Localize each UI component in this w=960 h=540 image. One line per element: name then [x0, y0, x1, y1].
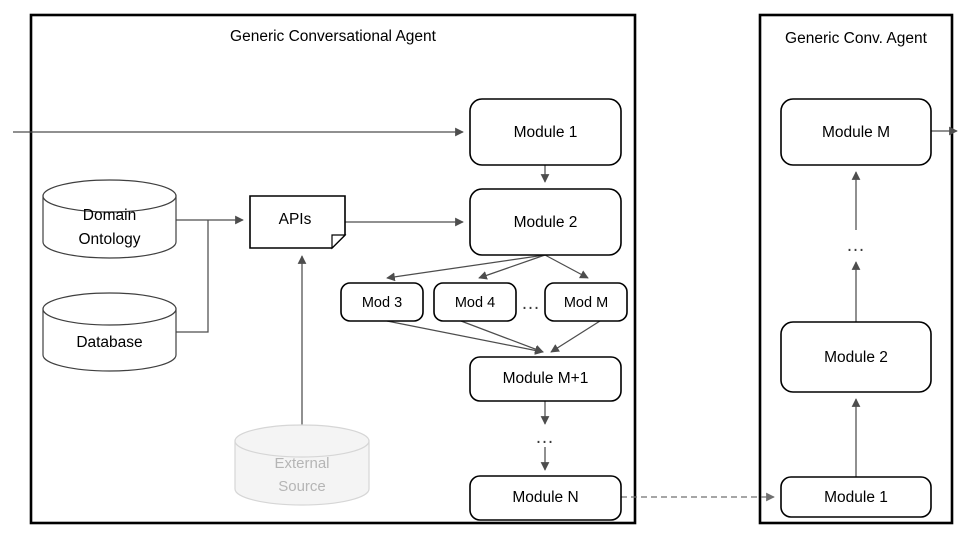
node-external-source[interactable]: External Source [234, 424, 370, 506]
edge-module-2-to-mod-3 [386, 254, 546, 282]
database-body [42, 308, 177, 372]
node-module-m-plus-1[interactable]: Module M+1 [469, 356, 622, 402]
external-source-top [234, 424, 370, 458]
mod-m-label: Mod M [564, 295, 608, 311]
left-agent-boundary [29, 13, 637, 525]
node-r-module-2[interactable]: Module 2 [780, 321, 932, 393]
right-vertical-ellipsis: … [846, 235, 866, 256]
module-2-box [469, 188, 622, 256]
module-m-plus-1-label: Module M+1 [503, 370, 589, 387]
domain-ontology-body [42, 195, 177, 259]
sub-modules-ellipsis: … [521, 293, 541, 314]
node-mod-4[interactable]: Mod 4 [433, 282, 517, 322]
r-module-1-box [780, 476, 932, 518]
node-module-n[interactable]: Module N [469, 475, 622, 521]
left-agent-container[interactable]: Generic Conversational Agent [29, 13, 637, 525]
edge-database-to-apis [176, 220, 209, 333]
node-domain-ontology[interactable]: Domain Ontology [42, 179, 177, 259]
edge-mod-m-to-module-m-plus-1 [550, 320, 601, 353]
external-source-body [234, 440, 370, 506]
mod-m-box [544, 282, 628, 322]
node-r-module-m[interactable]: Module M [780, 98, 932, 166]
r-module-m-label: Module M [822, 124, 890, 141]
mod-3-box [340, 282, 424, 322]
module-n-box [469, 475, 622, 521]
r-module-2-label: Module 2 [824, 349, 888, 366]
r-module-2-box [780, 321, 932, 393]
edge-mod-3-to-module-m-plus-1 [386, 320, 544, 355]
external-source-label-line1: External [274, 455, 329, 472]
module-2-label: Module 2 [514, 214, 578, 231]
module-1-box [469, 98, 622, 166]
right-agent-boundary [758, 13, 954, 525]
mod-4-label: Mod 4 [455, 295, 495, 311]
external-source-label-line2: Source [278, 478, 326, 495]
left-vertical-ellipsis: … [535, 427, 555, 448]
apis-fold-corner [331, 234, 347, 250]
node-mod-m[interactable]: Mod M [544, 282, 628, 322]
edge-module-2-to-mod-4 [478, 254, 546, 280]
domain-ontology-top [42, 179, 177, 213]
node-mod-3[interactable]: Mod 3 [340, 282, 424, 322]
database-label: Database [76, 334, 142, 351]
node-r-module-1[interactable]: Module 1 [780, 476, 932, 518]
r-module-m-box [780, 98, 932, 166]
right-agent-container[interactable]: Generic Conv. Agent [758, 13, 954, 525]
mod-3-label: Mod 3 [362, 295, 402, 311]
module-n-label: Module N [512, 489, 578, 506]
node-module-1[interactable]: Module 1 [469, 98, 622, 166]
edge-module-2-to-mod-m [544, 254, 589, 279]
left-agent-title: Generic Conversational Agent [230, 28, 437, 45]
module-1-label: Module 1 [514, 124, 578, 141]
apis-label: APIs [279, 211, 312, 228]
domain-ontology-label-line2: Ontology [78, 231, 140, 248]
edge-mod-4-to-module-m-plus-1 [460, 320, 544, 354]
right-agent-title: Generic Conv. Agent [785, 30, 928, 47]
node-apis[interactable]: APIs [249, 195, 347, 250]
r-module-1-label: Module 1 [824, 489, 888, 506]
mod-4-box [433, 282, 517, 322]
domain-ontology-label-line1: Domain [83, 207, 136, 224]
node-database[interactable]: Database [42, 292, 177, 372]
database-top [42, 292, 177, 326]
module-m-plus-1-box [469, 356, 622, 402]
node-module-2[interactable]: Module 2 [469, 188, 622, 256]
